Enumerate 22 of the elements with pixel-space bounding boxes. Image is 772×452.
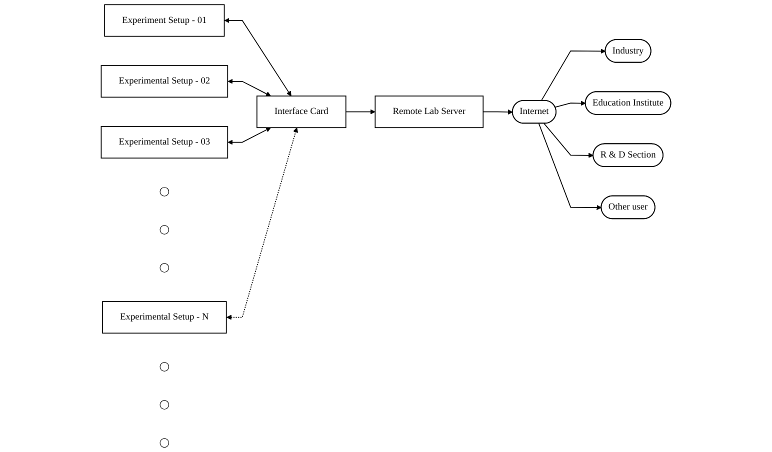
node-box: Experimental Setup - 03 [100,126,228,159]
arrow [345,109,376,114]
arrow [538,123,602,210]
node-circle [160,400,170,410]
node-box: Experimental Setup - N [102,301,227,334]
node-circle [160,438,170,448]
node-circle [160,362,170,372]
node-box: Remote Lab Server [374,96,484,128]
arrow [226,127,298,320]
arrow [224,18,292,96]
node-box: Experiment Setup - 01 [104,4,225,37]
arrow [554,100,586,108]
node-circle [160,263,170,273]
arrow [228,78,271,96]
node-box: Interface Card [256,96,346,128]
arrow [228,127,271,145]
arrow [482,109,513,115]
node-circle [160,187,170,196]
arrow [540,48,606,102]
node-box: Experimental Setup - 02 [100,65,228,98]
arrow [544,123,594,158]
node-circle [160,225,170,234]
